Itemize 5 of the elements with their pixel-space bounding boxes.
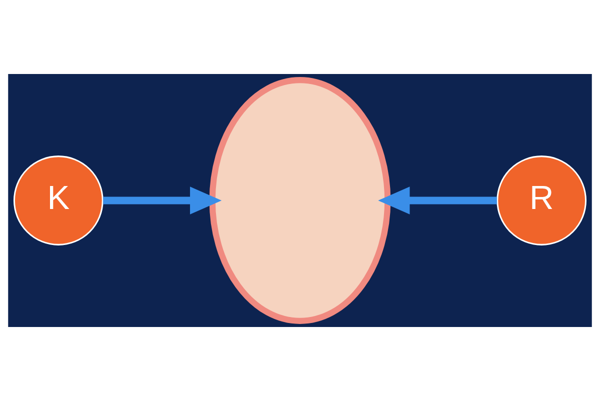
node-circle: R	[496, 155, 587, 245]
node-circle: K	[13, 155, 104, 245]
arrow	[103, 186, 222, 214]
arrow	[378, 186, 497, 214]
node-circle	[209, 76, 391, 324]
